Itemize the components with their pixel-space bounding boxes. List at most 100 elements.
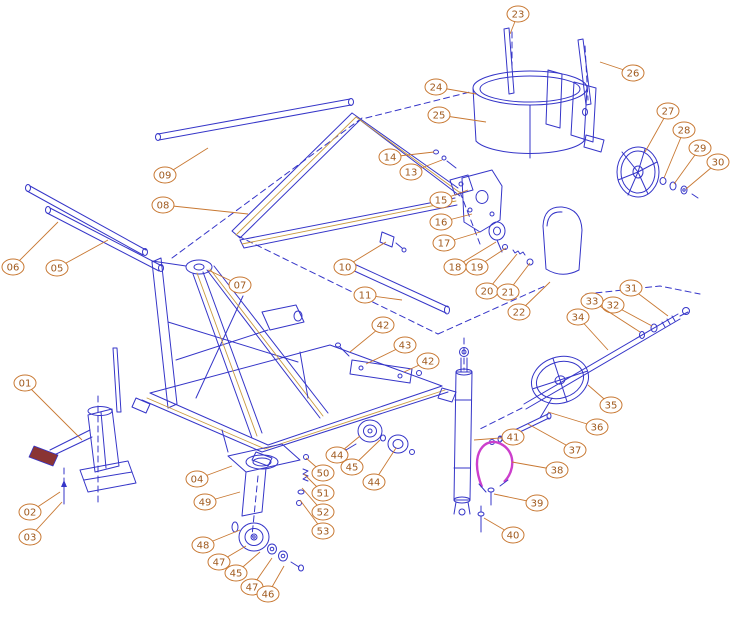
callout-16: 16 — [429, 213, 473, 231]
callout-number: 30 — [712, 158, 725, 169]
callout-number: 26 — [627, 69, 640, 80]
main-frame — [131, 257, 457, 467]
callout-05: 05 — [45, 239, 109, 277]
callout-24: 24 — [424, 78, 477, 96]
callout-45: 45 — [340, 439, 381, 476]
drum-band — [472, 69, 605, 159]
callout-number: 23 — [512, 10, 525, 21]
callout-number: 33 — [586, 297, 599, 308]
callout-47: 47 — [207, 545, 247, 571]
callout-37: 37 — [527, 423, 587, 459]
callout-number: 45 — [230, 569, 243, 580]
callout-45: 45 — [224, 551, 261, 582]
callout-number: 15 — [435, 196, 448, 207]
callout-36: 36 — [547, 411, 609, 436]
callout-number: 52 — [317, 508, 330, 519]
callout-number: 32 — [607, 301, 620, 312]
callout-20: 20 — [475, 253, 518, 300]
callout-number: 43 — [399, 341, 412, 352]
callout-44: 44 — [325, 435, 361, 464]
callout-number: 24 — [430, 83, 443, 94]
callout-44: 44 — [362, 447, 397, 491]
callout-31: 31 — [619, 279, 669, 317]
callout-number: 07 — [234, 281, 247, 292]
callout-33: 33 — [580, 292, 641, 333]
callout-number: 16 — [435, 218, 448, 229]
lock-rod — [523, 307, 690, 410]
callout-03: 03 — [18, 501, 63, 546]
handwheel — [616, 146, 699, 199]
callout-29: 29 — [673, 139, 712, 185]
callout-30: 30 — [685, 153, 730, 190]
callout-number: 09 — [159, 171, 172, 182]
callout-number: 27 — [662, 107, 675, 118]
callout-number: 19 — [471, 263, 484, 274]
callout-number: 08 — [157, 201, 170, 212]
motor-cover — [542, 206, 583, 275]
handle-rods — [25, 184, 164, 272]
callout-number: 37 — [569, 446, 582, 457]
callout-number: 47 — [246, 583, 259, 594]
callout-number: 44 — [331, 451, 344, 462]
callout-48: 48 — [191, 529, 241, 554]
caster-wheel — [231, 521, 304, 572]
callout-41: 41 — [473, 428, 525, 446]
callout-number: 04 — [191, 475, 204, 486]
callout-number: 17 — [438, 239, 451, 250]
callout-number: 05 — [51, 264, 64, 275]
callout-39: 39 — [493, 493, 549, 512]
callout-number: 13 — [405, 168, 418, 179]
callout-07: 07 — [207, 269, 252, 294]
callout-number: 42 — [422, 357, 435, 368]
callout-number: 14 — [384, 153, 397, 164]
callout-19: 19 — [465, 247, 507, 276]
small-bolts — [477, 487, 495, 530]
callout-number: 18 — [449, 263, 462, 274]
callout-number: 39 — [531, 499, 544, 510]
callout-number: 35 — [605, 401, 618, 412]
callout-40: 40 — [483, 517, 525, 544]
callout-10: 10 — [333, 241, 387, 276]
callout-number: 20 — [481, 287, 494, 298]
callout-49: 49 — [193, 491, 241, 511]
callout-number: 50 — [317, 469, 330, 480]
hydraulic-hose — [475, 440, 514, 493]
callout-46: 46 — [256, 565, 285, 603]
callout-number: 36 — [591, 423, 604, 434]
drum-rollers — [341, 419, 415, 455]
callout-number: 38 — [551, 466, 564, 477]
callout-22: 22 — [507, 281, 551, 321]
callout-04: 04 — [185, 465, 233, 488]
callout-38: 38 — [511, 461, 569, 479]
callout-02: 02 — [18, 491, 61, 521]
callout-number: 44 — [368, 478, 381, 489]
callout-17: 17 — [432, 231, 481, 252]
mount-bracket — [335, 342, 422, 384]
callout-35: 35 — [587, 384, 623, 414]
callout-number: 51 — [317, 489, 330, 500]
callout-number: 10 — [339, 263, 352, 274]
callout-11: 11 — [353, 286, 403, 304]
callout-number: 02 — [24, 508, 37, 519]
callout-32: 32 — [601, 296, 653, 327]
drive-bracket-parts — [433, 149, 534, 266]
callout-number: 42 — [377, 321, 390, 332]
callout-27: 27 — [644, 102, 680, 153]
callout-number: 34 — [572, 313, 585, 324]
long-rod-09 — [155, 98, 354, 141]
callout-08: 08 — [151, 196, 249, 215]
callout-number: 29 — [694, 144, 707, 155]
callout-34: 34 — [566, 308, 609, 351]
callout-number: 06 — [7, 263, 20, 274]
callout-number: 01 — [19, 379, 32, 390]
callout-09: 09 — [153, 147, 209, 184]
callout-15: 15 — [429, 189, 469, 209]
jack-assembly — [28, 347, 137, 501]
callout-53: 53 — [299, 499, 335, 540]
steering-wheel — [531, 355, 589, 419]
callout-number: 21 — [502, 288, 515, 299]
callout-14: 14 — [378, 148, 435, 166]
swivel-caster — [227, 443, 309, 517]
